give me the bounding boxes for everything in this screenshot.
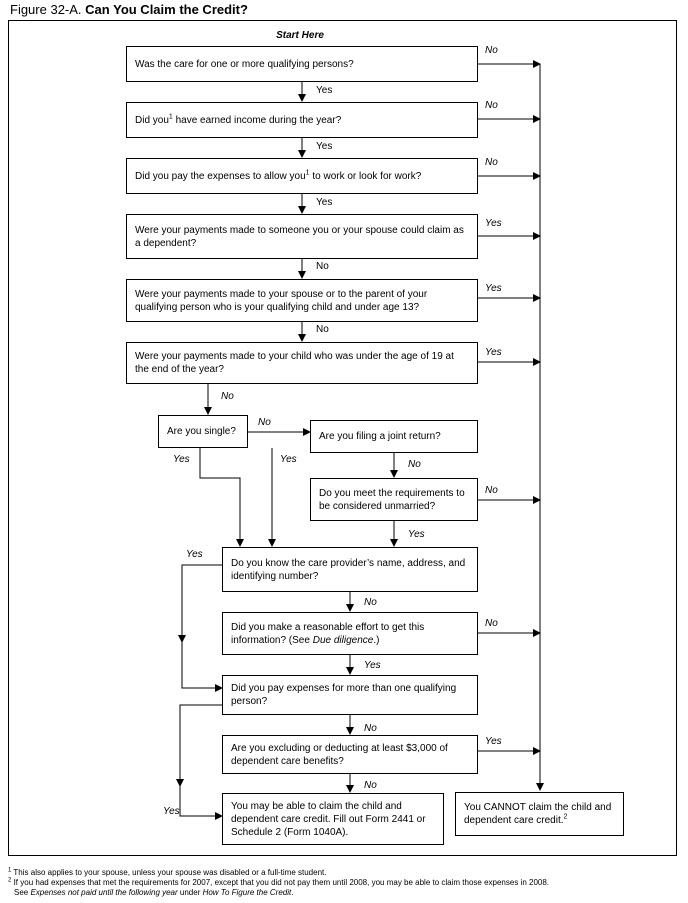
label-no: No bbox=[408, 459, 421, 470]
label-yes: Yes bbox=[485, 218, 502, 229]
label-no: No bbox=[364, 780, 377, 791]
label-no: No bbox=[316, 324, 329, 335]
label-no: No bbox=[485, 45, 498, 56]
label-no: No bbox=[485, 100, 498, 111]
label-no: No bbox=[485, 485, 498, 496]
figure-frame bbox=[8, 20, 677, 856]
label-yes: Yes bbox=[316, 85, 333, 96]
label-yes: Yes bbox=[163, 806, 180, 817]
label-yes: Yes bbox=[173, 454, 190, 465]
label-no: No bbox=[364, 723, 377, 734]
label-yes: Yes bbox=[408, 529, 425, 540]
question-single: Are you single? bbox=[158, 415, 248, 448]
label-yes: Yes bbox=[280, 454, 297, 465]
question-reasonable-effort: Did you make a reasonable effort to get … bbox=[222, 612, 478, 655]
question-payments-dependent: Were your payments made to someone you o… bbox=[126, 214, 478, 259]
label-yes: Yes bbox=[186, 549, 203, 560]
label-yes: Yes bbox=[316, 197, 333, 208]
label-no: No bbox=[316, 261, 329, 272]
question-earned-income: Did you1 have earned income during the y… bbox=[126, 102, 478, 138]
question-excluding-benefits: Are you excluding or deducting at least … bbox=[222, 735, 478, 774]
question-payments-spouse-parent: Were your payments made to your spouse o… bbox=[126, 279, 478, 322]
question-know-care-provider: Do you know the care provider’s name, ad… bbox=[222, 547, 478, 592]
figure-number: Figure 32-A. bbox=[10, 2, 82, 17]
label-yes: Yes bbox=[485, 283, 502, 294]
footnote-1: 1 This also applies to your spouse, unle… bbox=[8, 867, 327, 877]
result-cannot-claim: You CANNOT claim the child and dependent… bbox=[455, 792, 624, 836]
question-considered-unmarried: Do you meet the requirements to be consi… bbox=[310, 478, 478, 521]
label-no: No bbox=[485, 157, 498, 168]
label-yes: Yes bbox=[485, 347, 502, 358]
footnotes: 1 This also applies to your spouse, unle… bbox=[8, 867, 678, 898]
figure-heading: Can You Claim the Credit? bbox=[85, 2, 248, 17]
question-joint-return: Are you filing a joint return? bbox=[310, 420, 478, 453]
label-no: No bbox=[364, 597, 377, 608]
label-no: No bbox=[221, 391, 234, 402]
question-more-than-one-person: Did you pay expenses for more than one q… bbox=[222, 675, 478, 715]
label-yes: Yes bbox=[364, 660, 381, 671]
result-may-claim: You may be able to claim the child and d… bbox=[222, 793, 444, 845]
question-payments-child-under-19: Were your payments made to your child wh… bbox=[126, 342, 478, 384]
label-no: No bbox=[258, 417, 271, 428]
question-qualifying-persons: Was the care for one or more qualifying … bbox=[126, 46, 478, 82]
question-expenses-to-work: Did you pay the expenses to allow you1 t… bbox=[126, 158, 478, 194]
footnote-2-reference: See Expenses not paid until the followin… bbox=[14, 888, 294, 897]
footnote-2: 2 If you had expenses that met the requi… bbox=[8, 877, 550, 887]
label-yes: Yes bbox=[485, 736, 502, 747]
figure-title: Figure 32-A. Can You Claim the Credit? bbox=[10, 2, 248, 17]
start-here-label: Start Here bbox=[276, 30, 324, 41]
label-yes: Yes bbox=[316, 141, 333, 152]
label-no: No bbox=[485, 618, 498, 629]
